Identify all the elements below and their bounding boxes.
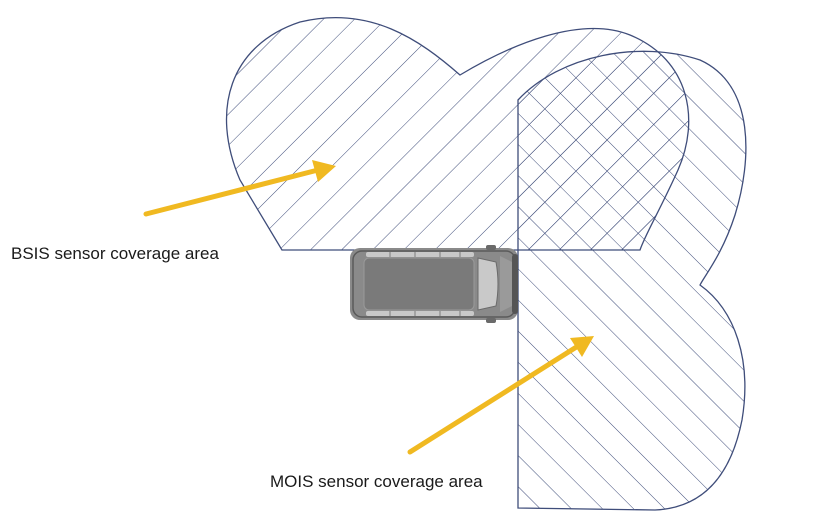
van-top-view-icon (350, 245, 518, 323)
overlap-crosshatch (518, 51, 689, 251)
bsis-arrow (143, 160, 336, 217)
mois-coverage-label: MOIS sensor coverage area (270, 472, 483, 491)
mois-arrow (407, 336, 594, 455)
bsis-coverage-label: BSIS sensor coverage area (11, 244, 219, 263)
